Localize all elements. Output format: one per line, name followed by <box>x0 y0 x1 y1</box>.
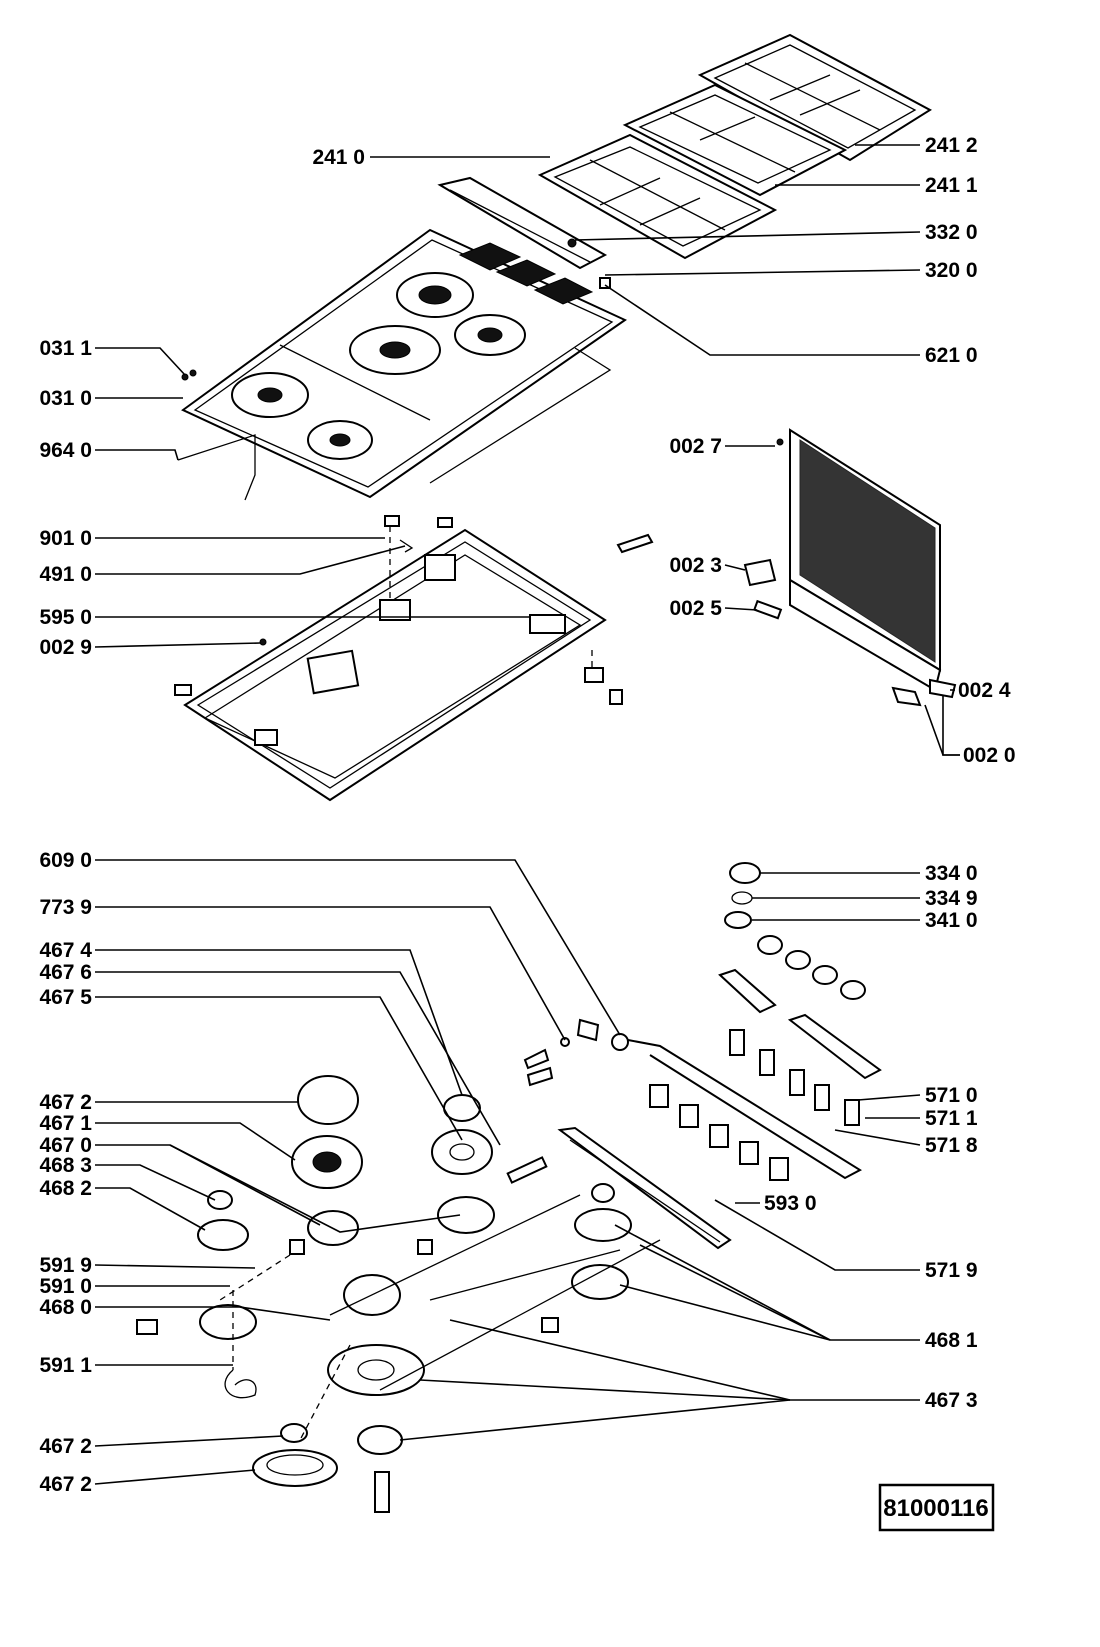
label-5710: 571 0 <box>925 1084 978 1107</box>
label-5718: 571 8 <box>925 1134 978 1157</box>
document-number: 81000116 <box>883 1495 988 1522</box>
label-2412: 241 2 <box>925 134 978 157</box>
label-2410: 241 0 <box>312 146 365 169</box>
label-0029: 002 9 <box>39 636 92 659</box>
label-4673: 467 3 <box>925 1389 978 1412</box>
hob-top-plate <box>181 228 628 499</box>
label-4682: 468 2 <box>39 1177 92 1200</box>
pan-support-middle <box>622 83 848 197</box>
label-0310: 031 0 <box>39 387 92 410</box>
label-6210: 621 0 <box>925 344 978 367</box>
rear-grille-panel <box>743 428 957 707</box>
injectors <box>506 1018 629 1184</box>
label-0025: 002 5 <box>669 597 722 620</box>
label-6090: 609 0 <box>39 849 92 872</box>
leader-lines <box>94 144 960 1485</box>
label-3320: 332 0 <box>925 221 978 244</box>
label-0023: 002 3 <box>669 554 722 577</box>
label-4675: 467 5 <box>39 986 92 1009</box>
document-number-box: 81000116 <box>878 1483 995 1532</box>
label-7739: 773 9 <box>39 896 92 919</box>
label-4676: 467 6 <box>39 961 92 984</box>
label-9010: 901 0 <box>39 527 92 550</box>
thermocouple-and-igniters <box>136 1239 559 1399</box>
label-4910: 491 0 <box>39 563 92 586</box>
label-4670: 467 0 <box>39 1134 92 1157</box>
burner-tubes <box>219 1194 661 1441</box>
label-5711: 571 1 <box>925 1107 978 1130</box>
label-4672-crown: 467 2 <box>39 1473 92 1496</box>
pan-support-left <box>537 133 778 260</box>
label-5919: 591 9 <box>39 1254 92 1277</box>
label-3349: 334 9 <box>925 887 978 910</box>
label-4681: 468 1 <box>925 1329 978 1352</box>
label-9640: 964 0 <box>39 439 92 462</box>
label-5911: 591 1 <box>39 1354 92 1377</box>
gas-manifold <box>557 1039 863 1250</box>
label-5950: 595 0 <box>39 606 92 629</box>
part-labels: 241 2 241 0 241 1 332 0 320 0 031 1 621 … <box>39 134 1015 1496</box>
small-screws <box>181 238 611 381</box>
label-3340: 334 0 <box>925 862 978 885</box>
label-5910: 591 0 <box>39 1275 92 1298</box>
knobs <box>718 862 882 1080</box>
tray-parts <box>259 515 654 705</box>
label-4672-small-cap: 467 2 <box>39 1435 92 1458</box>
label-4672-cap: 467 2 <box>39 1091 92 1114</box>
label-2411: 241 1 <box>925 174 978 197</box>
control-panel-strip <box>437 176 608 270</box>
label-0027: 002 7 <box>669 435 722 458</box>
label-0020: 002 0 <box>963 744 1016 767</box>
label-0311: 031 1 <box>39 337 92 360</box>
seal-gasket <box>177 347 612 501</box>
base-tray <box>174 517 607 802</box>
label-4674: 467 4 <box>39 939 92 962</box>
label-3200: 320 0 <box>925 259 978 282</box>
burner-caps-and-crowns <box>197 1075 632 1513</box>
label-5930: 593 0 <box>764 1192 817 1215</box>
label-4680: 468 0 <box>39 1296 92 1319</box>
gas-taps <box>649 1029 860 1181</box>
label-0024: 002 4 <box>958 679 1011 702</box>
label-4683: 468 3 <box>39 1154 92 1177</box>
label-4671: 467 1 <box>39 1112 92 1135</box>
label-3410: 341 0 <box>925 909 978 932</box>
label-5719: 571 9 <box>925 1259 978 1282</box>
